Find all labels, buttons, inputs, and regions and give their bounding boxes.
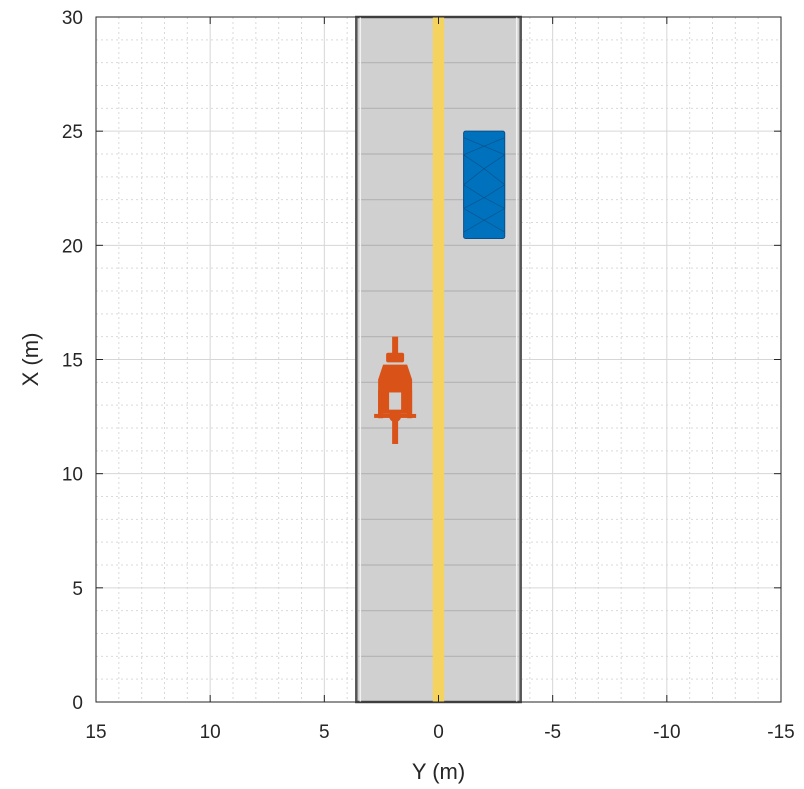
car-mesh-line <box>483 168 505 186</box>
y-tick-label: 25 <box>62 122 83 143</box>
bicycle-right-leg <box>407 390 413 419</box>
y-tick-label: 30 <box>62 8 83 29</box>
x-tick-label: -5 <box>544 722 561 743</box>
y-tick-label: 10 <box>62 465 83 486</box>
car-actor <box>463 130 506 239</box>
car-mesh-line <box>463 197 485 209</box>
bicycle-frame-gap <box>389 392 402 410</box>
actors <box>374 130 506 444</box>
road-centerline <box>432 17 445 702</box>
x-tick-label: -15 <box>767 722 794 743</box>
car-body <box>463 130 506 239</box>
bicycle-front-wheel <box>392 336 399 355</box>
bicycle-rear-wheel <box>392 418 399 444</box>
x-tick-label: 5 <box>319 722 330 743</box>
car-mesh-line <box>463 168 485 186</box>
bicycle-handlebar <box>386 352 405 363</box>
y-tick-label: 0 <box>72 693 83 714</box>
road <box>355 15 522 704</box>
car-mesh-line <box>463 137 505 156</box>
bicycle-rider <box>378 364 413 414</box>
y-tick-label: 15 <box>62 351 83 372</box>
x-tick-label: 0 <box>433 722 444 743</box>
x-tick-label: -10 <box>653 722 680 743</box>
y-axis-label: X (m) <box>18 333 43 387</box>
car-mesh-line <box>483 184 505 199</box>
y-tick-label: 5 <box>72 579 83 600</box>
x-tick-label: 10 <box>200 722 221 743</box>
ticks: 15 10 5 0 -5 -10 -15 0 5 10 15 20 25 30 <box>62 8 795 743</box>
car-mesh-line <box>463 154 485 170</box>
car-mesh-line <box>483 154 505 170</box>
car-mesh-line <box>463 184 485 199</box>
bicycle-left-leg <box>378 390 384 419</box>
car-mesh-line <box>463 208 505 233</box>
bicycle-actor <box>374 336 417 444</box>
x-axis-label: Y (m) <box>412 759 465 784</box>
y-tick-label: 20 <box>62 236 83 257</box>
car-mesh-line <box>483 197 505 209</box>
x-tick-label: 15 <box>85 722 106 743</box>
